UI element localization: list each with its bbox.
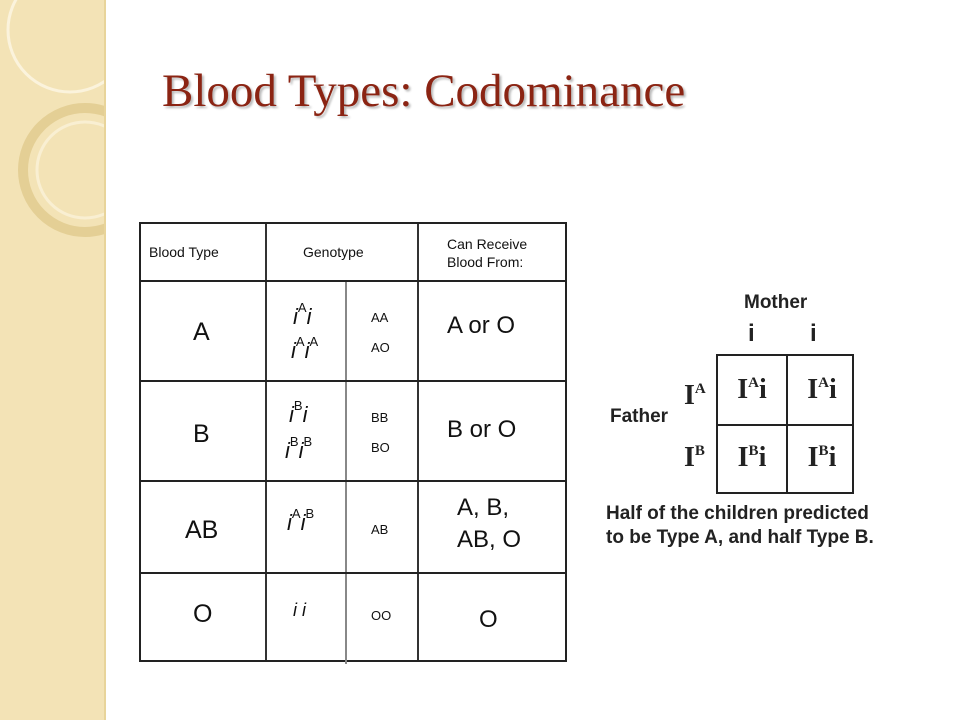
punnett-cell: IBi [737, 442, 767, 473]
genotype-code: AO [371, 340, 390, 355]
genotype-code: BO [371, 440, 390, 455]
genotype-code: OO [371, 608, 392, 623]
header-blood-from: Blood From: [447, 254, 524, 270]
caption-line: to be Type A, and half Type B. [606, 527, 874, 548]
genotype-cell: iAi [293, 300, 312, 329]
slide-title: Blood Types: Codominance [162, 65, 686, 117]
decorative-rings-icon [6, 0, 104, 237]
genotype-cell: iBi [289, 398, 308, 427]
table-divider [141, 572, 565, 574]
punnett-caption: Half of the children predicted to be Typ… [606, 502, 874, 550]
table-divider [265, 224, 267, 660]
can-receive-cell: A or O [447, 312, 516, 339]
genotype-cell: i i [293, 600, 307, 620]
father-allele: IB [684, 442, 705, 473]
caption-line: Half of the children predicted [606, 503, 869, 524]
can-receive-cell: A, B, [457, 494, 510, 521]
header-genotype: Genotype [303, 244, 364, 260]
punnett-cell: IAi [807, 374, 837, 405]
genotype-code: BB [371, 410, 389, 425]
blood-type-table: Blood Type Genotype Can Receive Blood Fr… [139, 222, 567, 664]
blood-type-cell: A [193, 318, 210, 346]
genotype-cell: iAiA [291, 334, 319, 363]
genotype-cell: iBiB [285, 434, 313, 463]
genotype-cell: iAiB [287, 506, 315, 535]
can-receive-cell: B or O [447, 416, 517, 443]
father-label: Father [610, 406, 669, 427]
punnett-square: Mother i i Father IA IB IAi IAi IBi IBi … [606, 290, 946, 560]
blood-type-cell: AB [185, 516, 219, 544]
grid-divider [718, 424, 852, 426]
blood-type-cell: B [193, 420, 210, 448]
mother-label: Mother [744, 292, 808, 313]
table-divider [141, 280, 565, 282]
mother-allele: i [810, 320, 817, 347]
genotype-code: AB [371, 522, 389, 537]
blood-type-cell: O [193, 600, 213, 628]
mother-allele: i [748, 320, 755, 347]
header-can-receive: Can Receive [447, 236, 528, 252]
table-divider [141, 480, 565, 482]
punnett-cell: IBi [807, 442, 837, 473]
genotype-code: AA [371, 310, 389, 325]
father-allele: IA [684, 380, 706, 411]
table-divider [345, 280, 347, 664]
punnett-cell: IAi [737, 374, 767, 405]
sidebar-decoration [0, 0, 106, 720]
table-divider [141, 380, 565, 382]
can-receive-cell: AB, O [457, 526, 522, 553]
punnett-grid: IAi IAi IBi IBi [716, 354, 854, 494]
table-divider [417, 224, 419, 660]
header-blood-type: Blood Type [149, 244, 219, 260]
can-receive-cell: O [479, 606, 498, 633]
